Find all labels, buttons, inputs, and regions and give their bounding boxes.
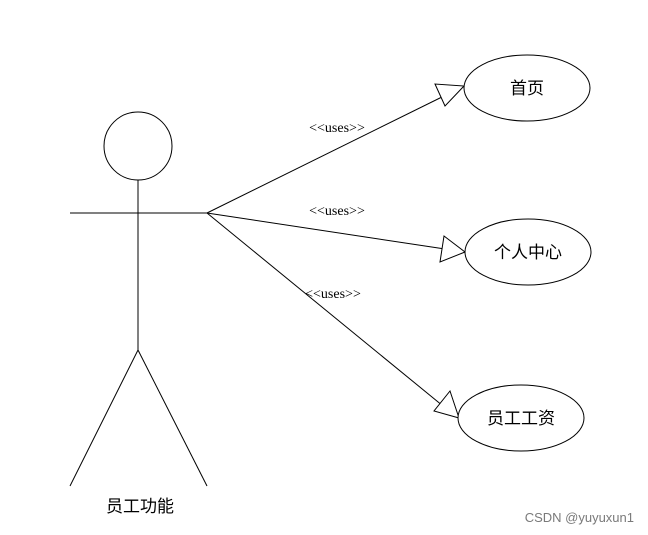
usecase-salary: [457, 384, 585, 452]
arrowhead-icon: [433, 389, 460, 419]
usecase-label: 员工工资: [487, 409, 555, 429]
association-salary: [206, 212, 460, 419]
actor-head: [103, 111, 173, 181]
association-line: [206, 212, 444, 407]
stereotype-label: <<uses>>: [305, 287, 361, 302]
arrowhead-icon: [434, 83, 466, 107]
association-home: [206, 83, 466, 214]
usecase-label: 个人中心: [494, 243, 562, 263]
stereotype-label: <<uses>>: [309, 204, 365, 219]
actor-label: 员工功能: [106, 497, 174, 517]
actor-right-leg: [137, 349, 208, 487]
association-personal-center: [206, 212, 467, 263]
association-line: [206, 212, 446, 250]
usecase-label: 首页: [510, 79, 544, 99]
association-line: [206, 94, 447, 214]
watermark: CSDN @yuyuxun1: [524, 510, 634, 525]
actor-figure: [69, 111, 208, 487]
usecase-home: [463, 54, 591, 122]
stereotype-label: <<uses>>: [309, 121, 365, 136]
usecase-personal-center: [464, 218, 592, 286]
arrowhead-icon: [439, 235, 467, 263]
actor-left-leg: [69, 349, 139, 487]
